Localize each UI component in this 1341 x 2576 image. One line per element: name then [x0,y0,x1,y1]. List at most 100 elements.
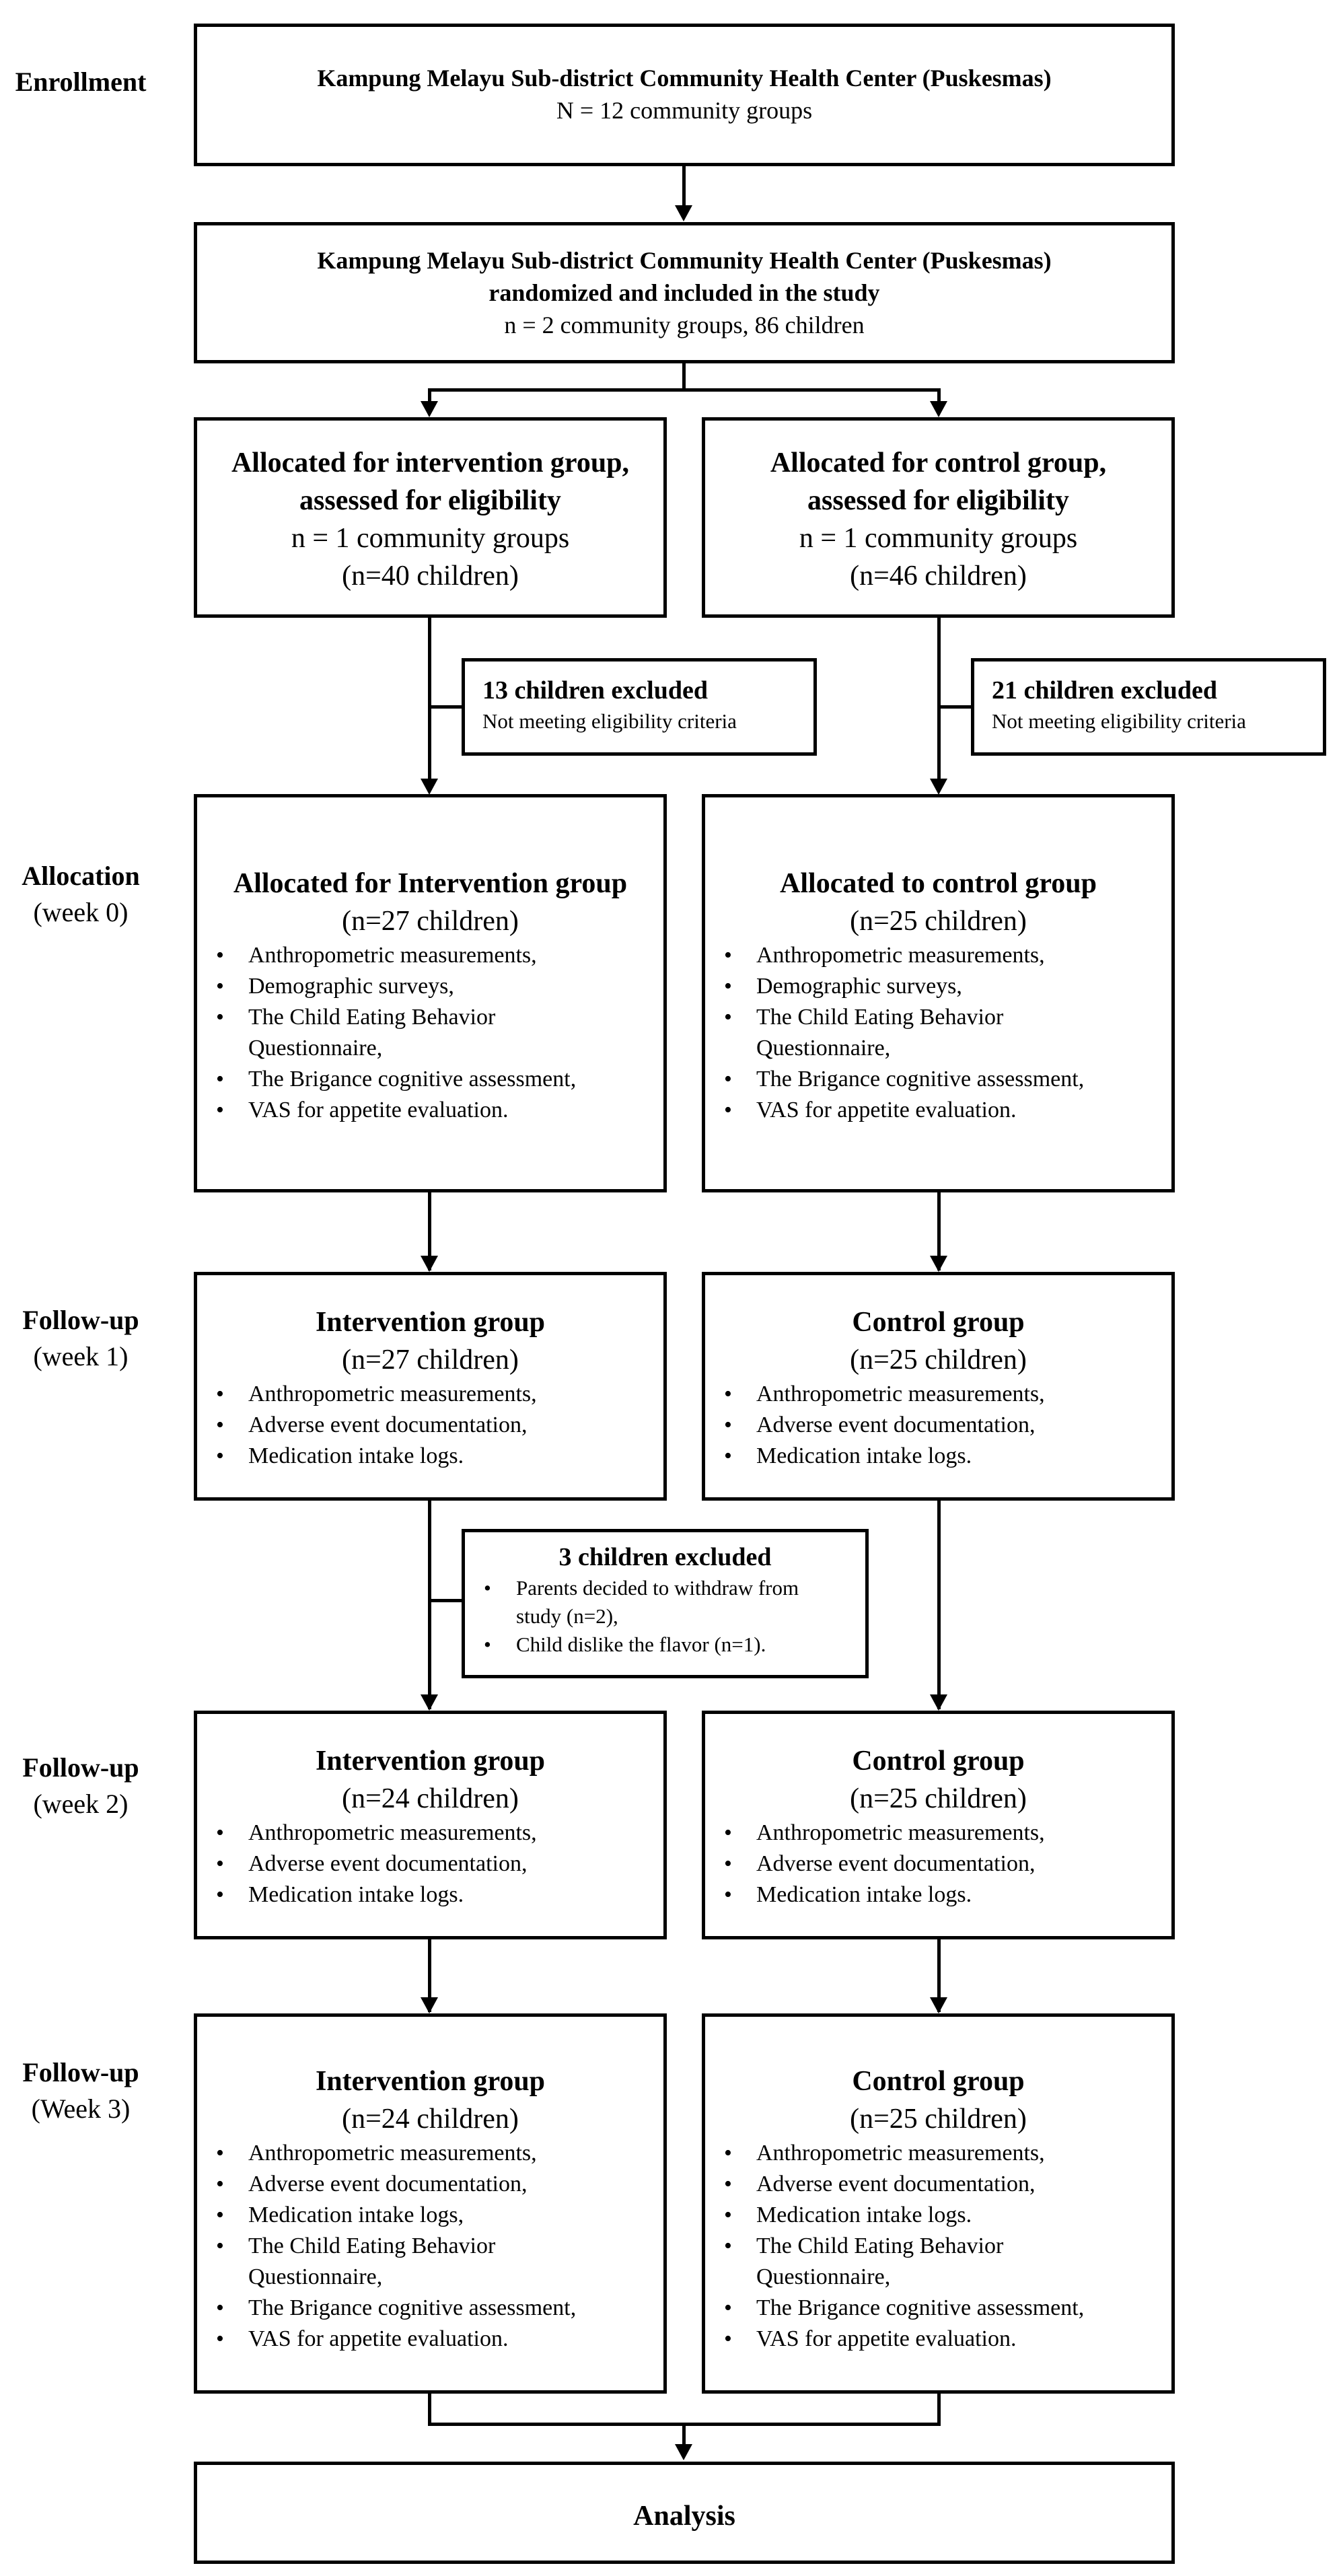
connector-line [428,618,431,787]
arrow-head [421,1256,438,1272]
arrow-head [675,205,692,221]
followup2-control-list: Anthropometric measurements, Adverse eve… [705,1818,1171,1910]
eligibility-intervention-line4: (n=40 children) [342,561,519,592]
arrow-head [930,401,947,417]
followup1-control-list: Anthropometric measurements, Adverse eve… [705,1379,1171,1472]
list-item: Medication intake logs, [197,2200,663,2231]
connector-line [428,1939,431,2012]
list-item: The Brigance cognitive assessment, [197,2293,663,2324]
connector-line [428,1501,431,1709]
list-item: The Child Eating Behavior Questionnaire, [705,2231,1025,2293]
eligibility-control-line2: assessed for eligibility [807,485,1069,516]
followup3-intervention-list: Anthropometric measurements, Adverse eve… [197,2138,663,2355]
exclusion-control-reason: Not meeting eligibility criteria [992,709,1246,733]
arrow-head [930,1256,947,1272]
enrollment-title: Kampung Melayu Sub-district Community He… [317,65,1052,92]
stage-followup3-week: (Week 3) [31,2094,131,2124]
followup2-intervention-count: (n=24 children) [342,1783,519,1814]
list-item: Demographic surveys, [197,971,663,1002]
exclusion-intervention-reason: Not meeting eligibility criteria [482,709,737,733]
connector-line [428,705,463,709]
stage-allocation-title: Allocation [22,861,140,891]
stage-followup1-week: (week 1) [33,1341,129,1371]
list-item: Anthropometric measurements, [705,1379,1171,1410]
list-item: The Child Eating Behavior Questionnaire, [197,1002,517,1064]
followup2-intervention-box: Intervention group (n=24 children) Anthr… [194,1711,667,1939]
followup2-control-box: Control group (n=25 children) Anthropome… [702,1711,1175,1939]
allocation-control-count: (n=25 children) [850,906,1027,937]
list-item: Anthropometric measurements, [197,2138,663,2169]
followup1-intervention-title: Intervention group [315,1307,546,1338]
connector-line [937,1939,941,2012]
randomized-title: Kampung Melayu Sub-district Community He… [317,247,1052,274]
connector-line [428,388,941,392]
stage-followup2-week: (week 2) [33,1789,129,1819]
randomized-box: Kampung Melayu Sub-district Community He… [194,222,1175,363]
enrollment-box: Kampung Melayu Sub-district Community He… [194,24,1175,166]
list-item: Medication intake logs. [705,1441,1171,1472]
connector-line [937,618,941,787]
analysis-box: Analysis [194,2462,1175,2564]
arrow-head [421,401,438,417]
allocation-intervention-count: (n=27 children) [342,906,519,937]
list-item: Parents decided to withdraw from study (… [465,1574,805,1631]
stage-followup2-label: Follow-up (week 2) [0,1750,161,1822]
connector-line [937,1192,941,1271]
arrow-head [930,1997,947,2013]
list-item: Adverse event documentation, [197,2169,663,2200]
connector-line [682,166,686,207]
list-item: VAS for appetite evaluation. [705,2324,1171,2355]
list-item: The Child Eating Behavior Questionnaire, [705,1002,1025,1064]
followup3-control-count: (n=25 children) [850,2104,1027,2135]
followup3-intervention-count: (n=24 children) [342,2104,519,2135]
list-item: Adverse event documentation, [197,1410,663,1441]
eligibility-intervention-line2: assessed for eligibility [299,485,561,516]
list-item: VAS for appetite evaluation. [197,2324,663,2355]
list-item: Adverse event documentation, [705,1849,1171,1880]
exclusion-followup-title: 3 children excluded [558,1543,772,1571]
eligibility-control-box: Allocated for control group, assessed fo… [702,417,1175,618]
followup1-intervention-box: Intervention group (n=27 children) Anthr… [194,1272,667,1501]
arrow-head [421,1997,438,2013]
eligibility-control-line1: Allocated for control group, [770,448,1107,478]
arrow-head [421,1694,438,1711]
stage-enrollment-label: Enrollment [15,67,147,97]
stage-followup2-title: Follow-up [22,1752,139,1783]
eligibility-control-line4: (n=46 children) [850,561,1027,592]
stage-followup1-title: Follow-up [22,1305,139,1335]
connector-line [428,1192,431,1271]
followup3-intervention-title: Intervention group [315,2066,546,2097]
list-item: VAS for appetite evaluation. [705,1095,1171,1126]
followup2-control-title: Control group [852,1746,1025,1777]
followup3-control-title: Control group [852,2066,1025,2097]
list-item: Child dislike the flavor (n=1). [465,1631,865,1659]
arrow-head [421,779,438,795]
connector-line [428,1599,463,1602]
allocation-control-title: Allocated to control group [780,868,1097,899]
connector-line [428,2394,431,2426]
followup2-control-count: (n=25 children) [850,1783,1027,1814]
randomized-count: n = 2 community groups, 86 children [504,312,865,338]
list-item: Adverse event documentation, [705,1410,1171,1441]
analysis-label: Analysis [633,2501,735,2532]
followup1-control-title: Control group [852,1307,1025,1338]
followup2-intervention-title: Intervention group [315,1746,546,1777]
arrow-head [675,2444,692,2460]
list-item: Adverse event documentation, [197,1849,663,1880]
connector-line [682,2423,686,2449]
allocation-intervention-title: Allocated for Intervention group [233,868,628,899]
exclusion-control-box: 21 children excluded Not meeting eligibi… [971,658,1326,756]
followup2-intervention-list: Anthropometric measurements, Adverse eve… [197,1818,663,1910]
list-item: Anthropometric measurements, [197,1379,663,1410]
followup1-intervention-list: Anthropometric measurements, Adverse eve… [197,1379,663,1472]
followup1-intervention-count: (n=27 children) [342,1345,519,1375]
allocation-control-list: Anthropometric measurements, Demographic… [705,940,1171,1126]
stage-followup3-label: Follow-up (Week 3) [0,2054,161,2127]
connector-line [937,388,941,402]
list-item: Anthropometric measurements, [197,940,663,971]
followup3-control-list: Anthropometric measurements, Adverse eve… [705,2138,1171,2355]
stage-followup3-title: Follow-up [22,2057,139,2087]
list-item: Medication intake logs. [705,2200,1171,2231]
connector-line [428,388,431,402]
list-item: The Child Eating Behavior Questionnaire, [197,2231,517,2293]
